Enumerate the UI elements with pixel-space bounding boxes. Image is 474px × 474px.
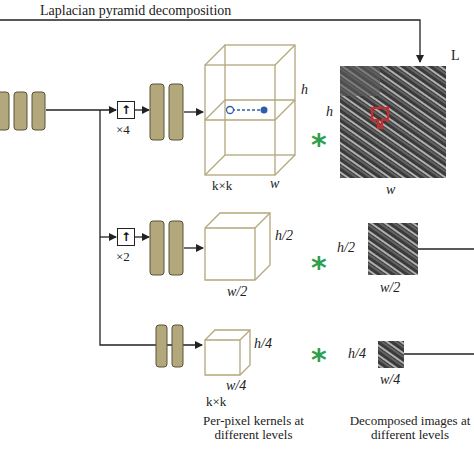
conv-bars xyxy=(0,92,45,130)
kernel-cube xyxy=(205,45,295,175)
upsample-box: ↑ xyxy=(117,101,135,119)
flow-line xyxy=(135,109,149,110)
flow-line xyxy=(100,110,202,345)
convolution-symbol: * xyxy=(311,251,327,284)
dimension-label: h/2 xyxy=(337,240,355,255)
decomposed-image xyxy=(378,341,404,368)
scale-factor: ×2 xyxy=(116,250,130,264)
dimension-label: w xyxy=(270,176,279,191)
flow-line xyxy=(100,236,116,237)
level-label: L xyxy=(451,48,460,63)
pixel-marker xyxy=(227,107,234,114)
flow-line xyxy=(46,109,116,110)
caption-text: Decomposed images at different levels xyxy=(346,414,474,443)
upsample-symbol: ↑ xyxy=(121,230,131,244)
dimension-label: w/4 xyxy=(226,378,246,393)
dimension-label: k×k xyxy=(206,395,226,409)
dimension-label: h/2 xyxy=(275,228,293,243)
upsample-symbol: ↑ xyxy=(121,103,131,117)
dimension-label: k×k xyxy=(212,179,232,193)
dimension-label: w xyxy=(386,182,395,197)
dimension-label: w/4 xyxy=(380,372,400,387)
scale-factor: ×4 xyxy=(116,123,130,137)
image-texture xyxy=(340,66,380,96)
flow-line xyxy=(404,353,474,354)
pixel-line xyxy=(232,109,262,110)
flow-line xyxy=(184,111,203,112)
decomposed-image xyxy=(340,66,446,178)
upsample-box: ↑ xyxy=(117,228,135,246)
flow-line xyxy=(135,236,149,237)
flow-line xyxy=(418,248,474,249)
dimension-label: h xyxy=(301,82,308,97)
dimension-label: h/4 xyxy=(348,346,366,361)
pixel-marker xyxy=(261,107,268,114)
decomposed-image xyxy=(368,223,418,275)
caption-text: Per-pixel kernels at different levels xyxy=(196,414,311,443)
dimension-label: h/4 xyxy=(254,336,272,351)
decomposition-line xyxy=(0,20,420,62)
dimension-label: w/2 xyxy=(227,284,247,299)
convolution-symbol: * xyxy=(311,343,327,376)
dimension-label: h xyxy=(326,104,333,119)
conv-bars xyxy=(150,84,183,367)
pixel-highlight xyxy=(372,108,388,128)
dimension-label: w/2 xyxy=(380,280,400,295)
section-title: Laplacian pyramid decomposition xyxy=(40,3,231,18)
flow-line xyxy=(184,247,203,248)
convolution-symbol: * xyxy=(311,128,327,161)
